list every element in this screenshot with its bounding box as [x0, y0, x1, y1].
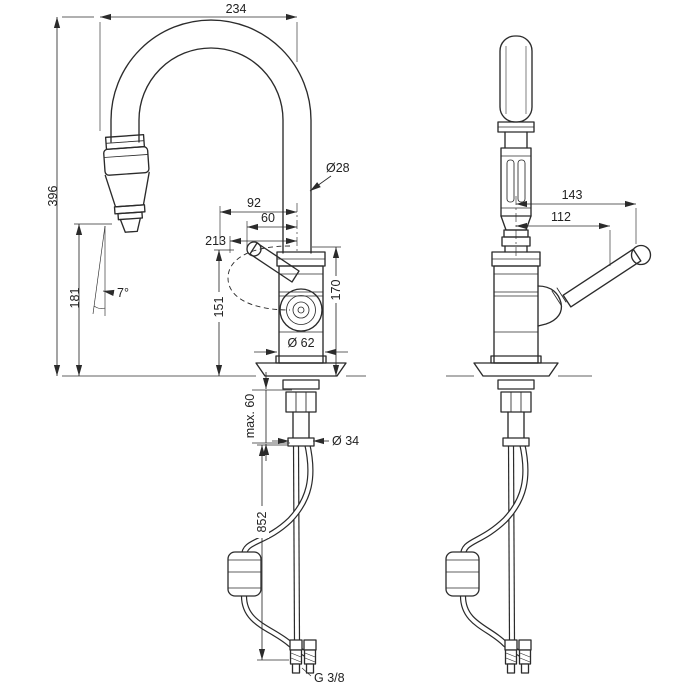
side-shank	[497, 379, 535, 447]
dim-reach-a: 92	[219, 196, 297, 245]
dim-label-reach-c: 213	[205, 234, 226, 248]
dim-hose-length: 852	[255, 444, 289, 661]
dim-label-overall-height: 396	[46, 186, 60, 207]
lever-swing-envelope	[227, 245, 291, 311]
dim-overall-height: 396	[46, 16, 94, 376]
dim-reach-b: 60	[246, 211, 297, 248]
dim-label-hole-diameter: Ø 34	[332, 434, 359, 448]
dim-label-handle-height: 151	[212, 297, 226, 318]
shank	[282, 379, 320, 447]
side-hose-connectors	[504, 639, 532, 674]
dim-max-deck-thickness: max. 60	[243, 372, 292, 461]
dim-hole-diameter: Ø 34	[272, 434, 359, 448]
dim-label-handle-reach: 143	[562, 188, 583, 202]
dim-label-spray-outlet-height: 181	[68, 288, 82, 309]
dim-label-spout-height: 170	[329, 280, 343, 301]
side-lever-handle	[537, 244, 652, 327]
escutcheon	[255, 362, 347, 377]
dim-label-connection-thread: G 3/8	[314, 671, 345, 685]
dim-label-max-deck-thickness: max. 60	[243, 394, 257, 439]
dim-label-reach-b: 60	[261, 211, 275, 225]
dim-spout-tube-diameter: Ø28	[309, 161, 350, 192]
side-hose-weight	[445, 551, 480, 597]
dim-label-hose-length: 852	[255, 512, 269, 533]
dim-label-spout-tube-diameter: Ø28	[326, 161, 350, 175]
dim-connection-thread: G 3/8	[301, 667, 345, 685]
dim-spout-height: 170	[312, 246, 343, 376]
supply-hoses	[240, 442, 314, 659]
dim-handle-reach: 143	[516, 188, 637, 244]
hose-connectors	[289, 639, 317, 674]
dim-label-lever-reach: 112	[551, 210, 571, 224]
dim-overall-width: 234	[99, 2, 298, 131]
side-spout	[497, 35, 535, 253]
spray-head	[103, 134, 150, 233]
dim-label-body-diameter: Ø 62	[287, 336, 314, 350]
hose-weight	[227, 551, 262, 597]
side-supply-hoses	[459, 442, 529, 659]
dim-label-overall-width: 234	[226, 2, 247, 16]
dim-spray-angle: 7°	[92, 225, 129, 316]
dim-handle-height: 151	[212, 249, 234, 376]
side-view: 143 112	[445, 35, 652, 674]
side-escutcheon	[446, 362, 592, 377]
dim-body-diameter: Ø 62	[254, 336, 348, 356]
dim-lever-reach: 112	[516, 210, 611, 266]
dim-spray-outlet-height: 181	[68, 223, 112, 376]
dim-label-spray-angle: 7°	[117, 286, 129, 300]
front-view: 234 396 181 Ø28 92 60	[46, 2, 366, 685]
dim-label-reach-a: 92	[247, 196, 261, 210]
dim-reach-c: 213	[205, 234, 297, 253]
side-body	[490, 251, 542, 364]
